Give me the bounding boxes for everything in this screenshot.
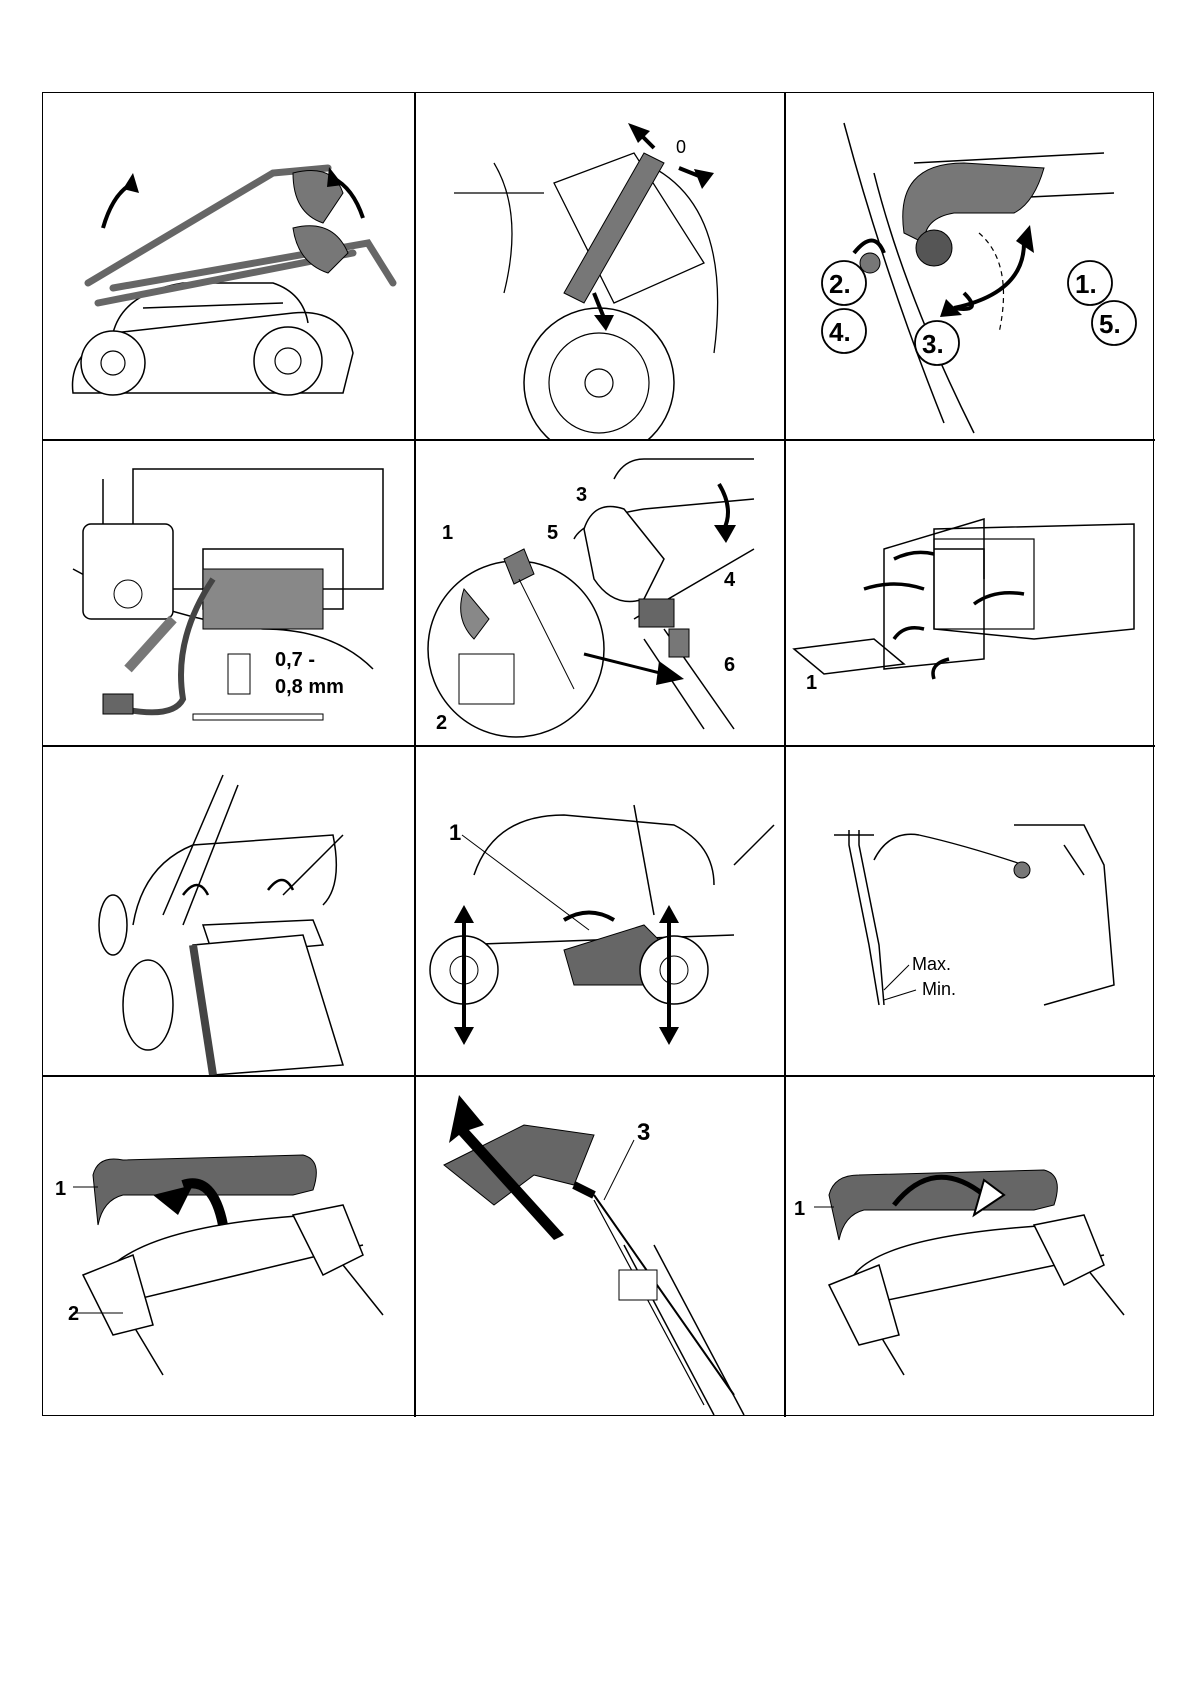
panel-spark-plug: 0,7 - 0,8 mm [43, 439, 414, 745]
arrow-icon [454, 905, 474, 923]
callout-3: 3 [576, 484, 587, 506]
step-2-label: 2. [829, 269, 851, 299]
step-4-label: 4. [829, 317, 851, 347]
callout-1: 1 [794, 1198, 805, 1220]
arrow-icon [659, 1027, 679, 1045]
arrow-icon [694, 169, 714, 189]
callout-1: 1 [806, 672, 817, 694]
step-badges: 2. 4. 3. 1. 5. [822, 261, 1136, 365]
panel-cutting-height: 1 [414, 745, 784, 1075]
arrow-icon [864, 552, 1024, 679]
step-5-label: 5. [1099, 309, 1121, 339]
callout-6: 6 [724, 654, 735, 676]
callout-3: 3 [637, 1119, 650, 1146]
wheel-icon [99, 895, 173, 1050]
gap-value-line1: 0,7 - [275, 649, 315, 671]
panel-cable-adjust: 1 2 3 4 5 6 [414, 439, 784, 745]
panel-oil-level: Max. Min. [784, 745, 1155, 1075]
gap-value-line2: 0,8 mm [275, 676, 344, 698]
step-1-label: 1. [1075, 269, 1097, 299]
wheel-icon [430, 936, 708, 1004]
callout-2: 2 [436, 712, 447, 734]
instruction-grid: 0 2. 4 [42, 92, 1154, 1416]
zero-label: 0 [676, 137, 686, 157]
grass-bag-icon [794, 519, 1134, 674]
wheel-icon [524, 308, 674, 439]
arrow-icon [454, 1027, 474, 1045]
min-label: Min. [922, 979, 956, 999]
panel-handlebar-2: 1 [784, 1075, 1155, 1417]
callout-1: 1 [55, 1178, 66, 1200]
callout-4: 4 [724, 569, 736, 591]
panel-handle-lock: 2. 4. 3. 1. 5. [784, 93, 1155, 439]
panel-folding-handle [43, 93, 414, 439]
max-label: Max. [912, 954, 951, 974]
callout-2: 2 [68, 1303, 79, 1325]
callout-1: 1 [442, 522, 453, 544]
arrow-icon [327, 167, 343, 187]
panel-starter-rope: 3 [414, 1075, 784, 1417]
callout-1: 1 [449, 820, 461, 845]
wheel-icon [81, 327, 322, 395]
panel-rear-flap [43, 745, 414, 1075]
arrow-icon [659, 905, 679, 923]
panel-handlebar-1: 1 2 [43, 1075, 414, 1417]
step-3-label: 3. [922, 329, 944, 359]
panel-handle-angle: 0 [414, 93, 784, 439]
callout-5: 5 [547, 522, 558, 544]
panel-grass-bag: 1 [784, 439, 1155, 745]
